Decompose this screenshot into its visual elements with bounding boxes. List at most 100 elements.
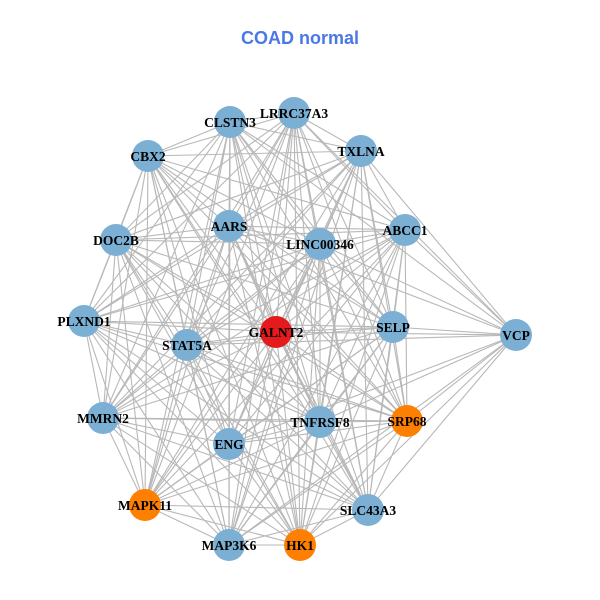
node-map3k6[interactable]: MAP3K6: [202, 529, 257, 561]
edge-STAT5A-MMRN2: [102, 344, 188, 419]
node-vcp[interactable]: VCP: [500, 319, 532, 351]
edge-VCP-HK1: [299, 334, 517, 546]
node-circle: [391, 405, 423, 437]
edge-VCP-ENG: [228, 334, 517, 445]
edge-LINC00346-HK1: [299, 243, 321, 546]
edge-CLSTN3-STAT5A: [186, 121, 231, 346]
node-label: LRRC37A3: [260, 106, 329, 121]
node-mmrn2[interactable]: MMRN2: [77, 402, 129, 434]
node-abcc1[interactable]: ABCC1: [382, 214, 428, 246]
node-circle: [87, 402, 119, 434]
node-cbx2[interactable]: CBX2: [130, 140, 166, 172]
edge-MAPK11-HK1: [144, 504, 301, 546]
edge-TXLNA-SRP68: [360, 150, 408, 422]
node-label: TNFRSF8: [290, 415, 350, 430]
edge-MMRN2-HK1: [102, 417, 301, 546]
edge-PLXND1-SELP: [83, 320, 394, 328]
edge-CBX2-SRP68: [147, 155, 408, 422]
node-circle: [129, 489, 161, 521]
node-label: SLC43A3: [340, 503, 397, 518]
edge-ABCC1-ENG: [228, 229, 406, 445]
node-label: DOC2B: [93, 233, 139, 248]
node-linc00346[interactable]: LINC00346: [286, 228, 354, 260]
node-label: TXLNA: [337, 144, 385, 159]
node-circle: [214, 106, 246, 138]
edge-PLXND1-ENG: [83, 320, 230, 445]
edge-LINC00346-SRP68: [319, 243, 408, 422]
edge-CLSTN3-LINC00346: [229, 121, 321, 245]
edge-TXLNA-CBX2: [147, 150, 362, 157]
edge-TNFRSF8-SLC43A3: [319, 421, 369, 511]
node-label: MAPK11: [118, 498, 172, 513]
node-circle: [171, 329, 203, 361]
node-circle: [213, 529, 245, 561]
edge-LRRC37A3-ABCC1: [293, 112, 406, 231]
edge-LRRC37A3-SRP68: [293, 112, 408, 422]
edge-VCP-STAT5A: [186, 334, 517, 346]
edge-AARS-ABCC1: [228, 225, 406, 231]
node-circle: [352, 494, 384, 526]
edge-DOC2B-MAP3K6: [115, 239, 230, 546]
edge-ENG-SLC43A3: [228, 443, 369, 511]
node-eng[interactable]: ENG: [213, 428, 245, 460]
edge-DOC2B-MAPK11: [115, 239, 146, 506]
node-circle: [304, 228, 336, 260]
node-label: MMRN2: [77, 411, 129, 426]
edge-CLSTN3-MAPK11: [144, 121, 231, 506]
edge-CLSTN3-TXLNA: [229, 121, 362, 152]
node-clstn3[interactable]: CLSTN3: [204, 106, 256, 138]
edge-STAT5A-ENG: [186, 344, 230, 445]
edge-ABCC1-DOC2B: [115, 229, 406, 241]
node-tnfrsf8[interactable]: TNFRSF8: [290, 406, 350, 438]
node-circle: [260, 316, 292, 348]
node-label: CBX2: [130, 149, 166, 164]
node-doc2b[interactable]: DOC2B: [93, 224, 139, 256]
edge-GALNT2-ENG: [228, 331, 277, 445]
node-label: CLSTN3: [204, 115, 256, 130]
node-mapk11[interactable]: MAPK11: [118, 489, 172, 521]
node-slc43a3[interactable]: SLC43A3: [340, 494, 397, 526]
edge-TNFRSF8-HK1: [299, 421, 321, 546]
node-label: LINC00346: [286, 237, 354, 252]
edge-TNFRSF8-MAP3K6: [228, 421, 321, 546]
edge-LINC00346-GALNT2: [275, 243, 321, 333]
node-label: VCP: [502, 328, 530, 343]
node-label: STAT5A: [162, 338, 212, 353]
edge-MMRN2-SLC43A3: [102, 417, 369, 511]
edge-ENG-MAPK11: [144, 443, 230, 506]
node-galnt2[interactable]: GALNT2: [249, 316, 304, 348]
node-stat5a[interactable]: STAT5A: [162, 329, 212, 361]
node-txlna[interactable]: TXLNA: [337, 135, 385, 167]
node-aars[interactable]: AARS: [211, 210, 248, 242]
node-hk1[interactable]: HK1: [284, 529, 316, 561]
edge-STAT5A-SLC43A3: [186, 344, 369, 511]
edge-MMRN2-ENG: [102, 417, 230, 445]
node-circle: [304, 406, 336, 438]
edge-ABCC1-STAT5A: [186, 229, 406, 346]
edge-CLSTN3-TNFRSF8: [229, 121, 321, 423]
node-label: ENG: [214, 437, 244, 452]
edge-SELP-MMRN2: [102, 326, 394, 419]
edge-STAT5A-MAPK11: [144, 344, 188, 506]
edge-GALNT2-MMRN2: [102, 331, 277, 419]
node-circle: [100, 224, 132, 256]
edge-VCP-SLC43A3: [367, 334, 517, 511]
node-label: MAP3K6: [202, 538, 257, 553]
edge-VCP-MAP3K6: [228, 334, 517, 546]
node-srp68[interactable]: SRP68: [387, 405, 427, 437]
node-lrrc37a3[interactable]: LRRC37A3: [260, 97, 329, 129]
node-selp[interactable]: SELP: [376, 311, 410, 343]
edge-VCP-TNFRSF8: [319, 334, 517, 423]
edge-TXLNA-STAT5A: [186, 150, 362, 346]
node-circle: [132, 140, 164, 172]
node-label: ABCC1: [382, 223, 427, 238]
edge-CBX2-TNFRSF8: [147, 155, 321, 423]
edge-VCP-AARS: [228, 225, 517, 336]
edge-GALNT2-HK1: [275, 331, 301, 546]
edge-PLXND1-MMRN2: [83, 320, 104, 419]
node-plxnd1[interactable]: PLXND1: [57, 305, 111, 337]
edge-STAT5A-MAP3K6: [186, 344, 230, 546]
edge-DOC2B-TNFRSF8: [115, 239, 321, 423]
